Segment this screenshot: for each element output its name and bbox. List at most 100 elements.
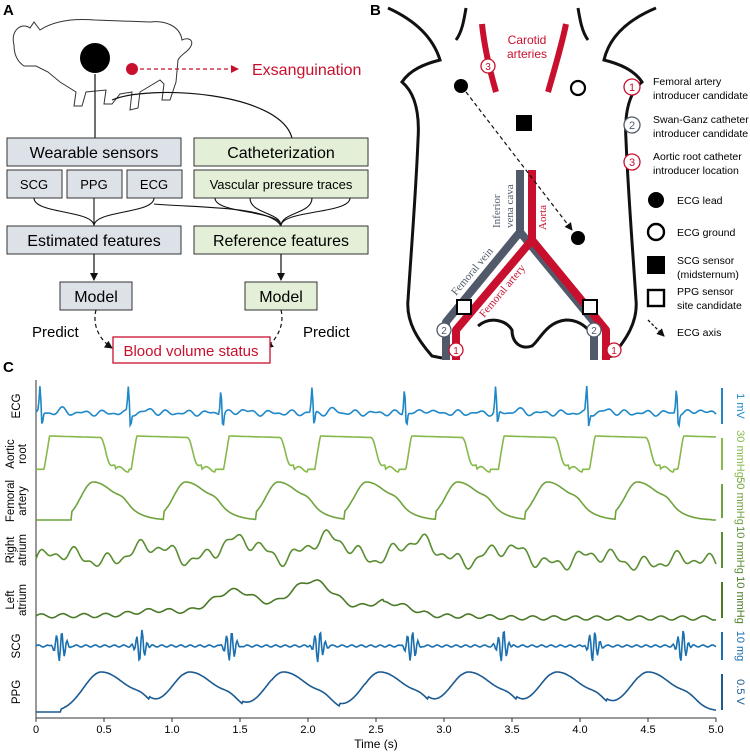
x-tick-label: 1.0 (164, 724, 179, 736)
trace-ppg (36, 671, 717, 713)
legend-2-line-2: introducer candidate (653, 128, 748, 140)
trace-left_atrium (35, 579, 717, 621)
track-label-scg: SCG (11, 633, 23, 658)
track-label-aortic: root (17, 443, 29, 464)
marker-2-right-label: 2 (591, 326, 597, 337)
scale-label-scg: 10 mg (734, 631, 746, 662)
trace-aortic (36, 435, 717, 473)
carotid-label-2: arteries (507, 47, 547, 61)
track-label-ecg: ECG (11, 393, 23, 418)
estimated-features-label: Estimated features (27, 233, 160, 250)
aorta-label: Aorta (537, 205, 549, 230)
x-tick-label: 1.5 (232, 724, 247, 736)
marker-2-right (586, 322, 602, 338)
x-tick-label: 3.5 (504, 724, 519, 736)
exsanguination-label: Exsanguination (252, 62, 361, 79)
x-tick-label: 5.0 (708, 724, 723, 736)
torso-outline (387, 6, 443, 360)
legend-scg-icon (647, 256, 665, 274)
track-label-left_atrium: atrium (17, 584, 29, 616)
model-right-box (244, 281, 318, 311)
panel-b: B Carotid arteries Inferior vena cava Ao… (370, 2, 749, 360)
ecg-box-label: ECG (140, 177, 168, 192)
neck-left (454, 7, 468, 41)
x-tick-label: 4.0 (572, 724, 587, 736)
legend-ecg-lead-icon (648, 192, 664, 208)
marker-1-right (606, 342, 622, 358)
track-label-right_atrium: atrium (17, 534, 29, 566)
vein-right (516, 229, 598, 360)
model-left-label: Model (74, 289, 118, 306)
link-pig-catheter (111, 91, 293, 139)
legend-3-line-2: introducer location (653, 165, 739, 177)
legend-1-line-2: introducer candidate (653, 90, 748, 102)
ecg-axis-arrow (465, 91, 573, 231)
legend-ppg-line-2: site candidate (677, 300, 742, 312)
blood-volume-label: Blood volume status (123, 343, 258, 360)
predict-left-label: Predict (32, 324, 80, 341)
marker-2-left (436, 322, 452, 338)
merge-catheter (214, 197, 351, 227)
vascular-box (193, 169, 369, 199)
legend-ecg-lead: ECG lead (677, 195, 723, 207)
trace-ecg (35, 385, 717, 429)
panel-b-legend: 1 Femoral artery introducer candidate 2 … (623, 76, 749, 339)
scale-label-left_atrium: 10 mmHg (734, 576, 746, 624)
scg-box (6, 169, 63, 199)
x-tick-label: 4.5 (640, 724, 655, 736)
marker-2-left-label: 2 (441, 326, 447, 337)
marker-3-carotid (480, 58, 496, 74)
ppg-site-left (456, 299, 472, 315)
legend-ecg-axis: ECG axis (677, 327, 721, 339)
marker-1-right-label: 1 (611, 346, 617, 357)
x-tick-label: 3.0 (436, 724, 451, 736)
panel-a-label: A (3, 2, 14, 19)
marker-1-left-label: 1 (453, 346, 459, 357)
legend-marker-2 (623, 116, 641, 134)
track-label-ppg: PPG (11, 680, 23, 704)
track-label-aortic: Aortic (5, 439, 17, 469)
legend-1-line-1: Femoral artery (653, 76, 722, 88)
wearable-sensors-label: Wearable sensors (30, 145, 159, 162)
panel-b-label: B (370, 2, 381, 19)
carotid-label-1: Carotid (508, 33, 547, 47)
ecg-box (126, 169, 183, 199)
panel-c-label: C (3, 359, 14, 376)
legend-ecg-ground-icon (646, 222, 666, 242)
legend-2-line-1: Swan-Ganz catheter (653, 114, 749, 126)
neck-right (576, 7, 590, 41)
ecg-lead-top (454, 79, 468, 93)
ppg-site-right (582, 299, 598, 315)
scale-label-ppg: 0.5 V (734, 679, 746, 705)
merge-wearable (33, 197, 155, 227)
predict-right-arrow (265, 309, 283, 349)
x-axis-label: Time (s) (354, 737, 398, 751)
legend-marker-2-num: 2 (629, 120, 635, 132)
legend-marker-3-num: 3 (629, 157, 635, 169)
pig-outline (12, 19, 193, 111)
track-label-right_atrium: Right (5, 536, 17, 564)
artery-right (528, 237, 610, 360)
legend-marker-3 (623, 153, 641, 171)
legend-3-line-1: Aortic root catheter (653, 151, 742, 163)
wearable-sensors-box (6, 137, 182, 167)
vein-left (442, 170, 524, 360)
predict-right-label: Predict (303, 324, 351, 341)
bleed-dot (126, 63, 138, 75)
trace-right_atrium (35, 529, 717, 571)
carotid-right (545, 23, 569, 93)
panel-a: A Exsanguination Wearable sensors SCG PP… (3, 2, 369, 364)
track-label-femoral: Femoral (5, 480, 17, 522)
x-tick-label: 0 (33, 724, 39, 736)
scale-label-ecg: 1 mV (734, 393, 746, 419)
legend-ecg-ground: ECG ground (677, 227, 736, 239)
scg-box-label: SCG (20, 177, 48, 192)
ppg-box-label: PPG (80, 177, 107, 192)
model-left-box (59, 281, 133, 311)
legend-ppg-line-1: PPG sensor (677, 286, 734, 298)
legend-ecg-axis-icon (647, 319, 665, 337)
track-label-left_atrium: Left (5, 590, 17, 610)
groin-outline (477, 318, 598, 349)
